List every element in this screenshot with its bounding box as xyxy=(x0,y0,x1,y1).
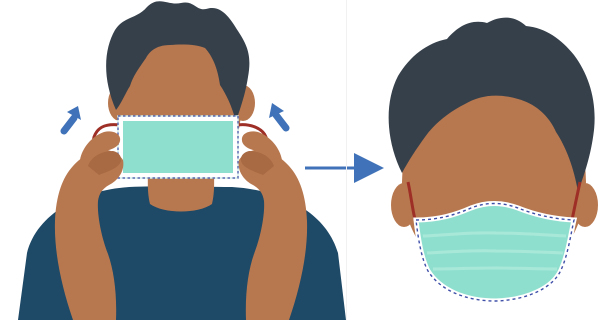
right-mask xyxy=(416,204,574,302)
right-mask-pleat-3 xyxy=(433,268,557,269)
left-panel-put-on-mask xyxy=(18,1,346,320)
arrow-up-left-icon xyxy=(64,106,81,131)
left-mask xyxy=(118,116,238,178)
right-panel-mask-worn xyxy=(389,18,598,301)
left-mask-fabric xyxy=(123,121,233,173)
arrow-up-right-icon xyxy=(269,103,286,128)
panel-divider xyxy=(346,0,347,320)
